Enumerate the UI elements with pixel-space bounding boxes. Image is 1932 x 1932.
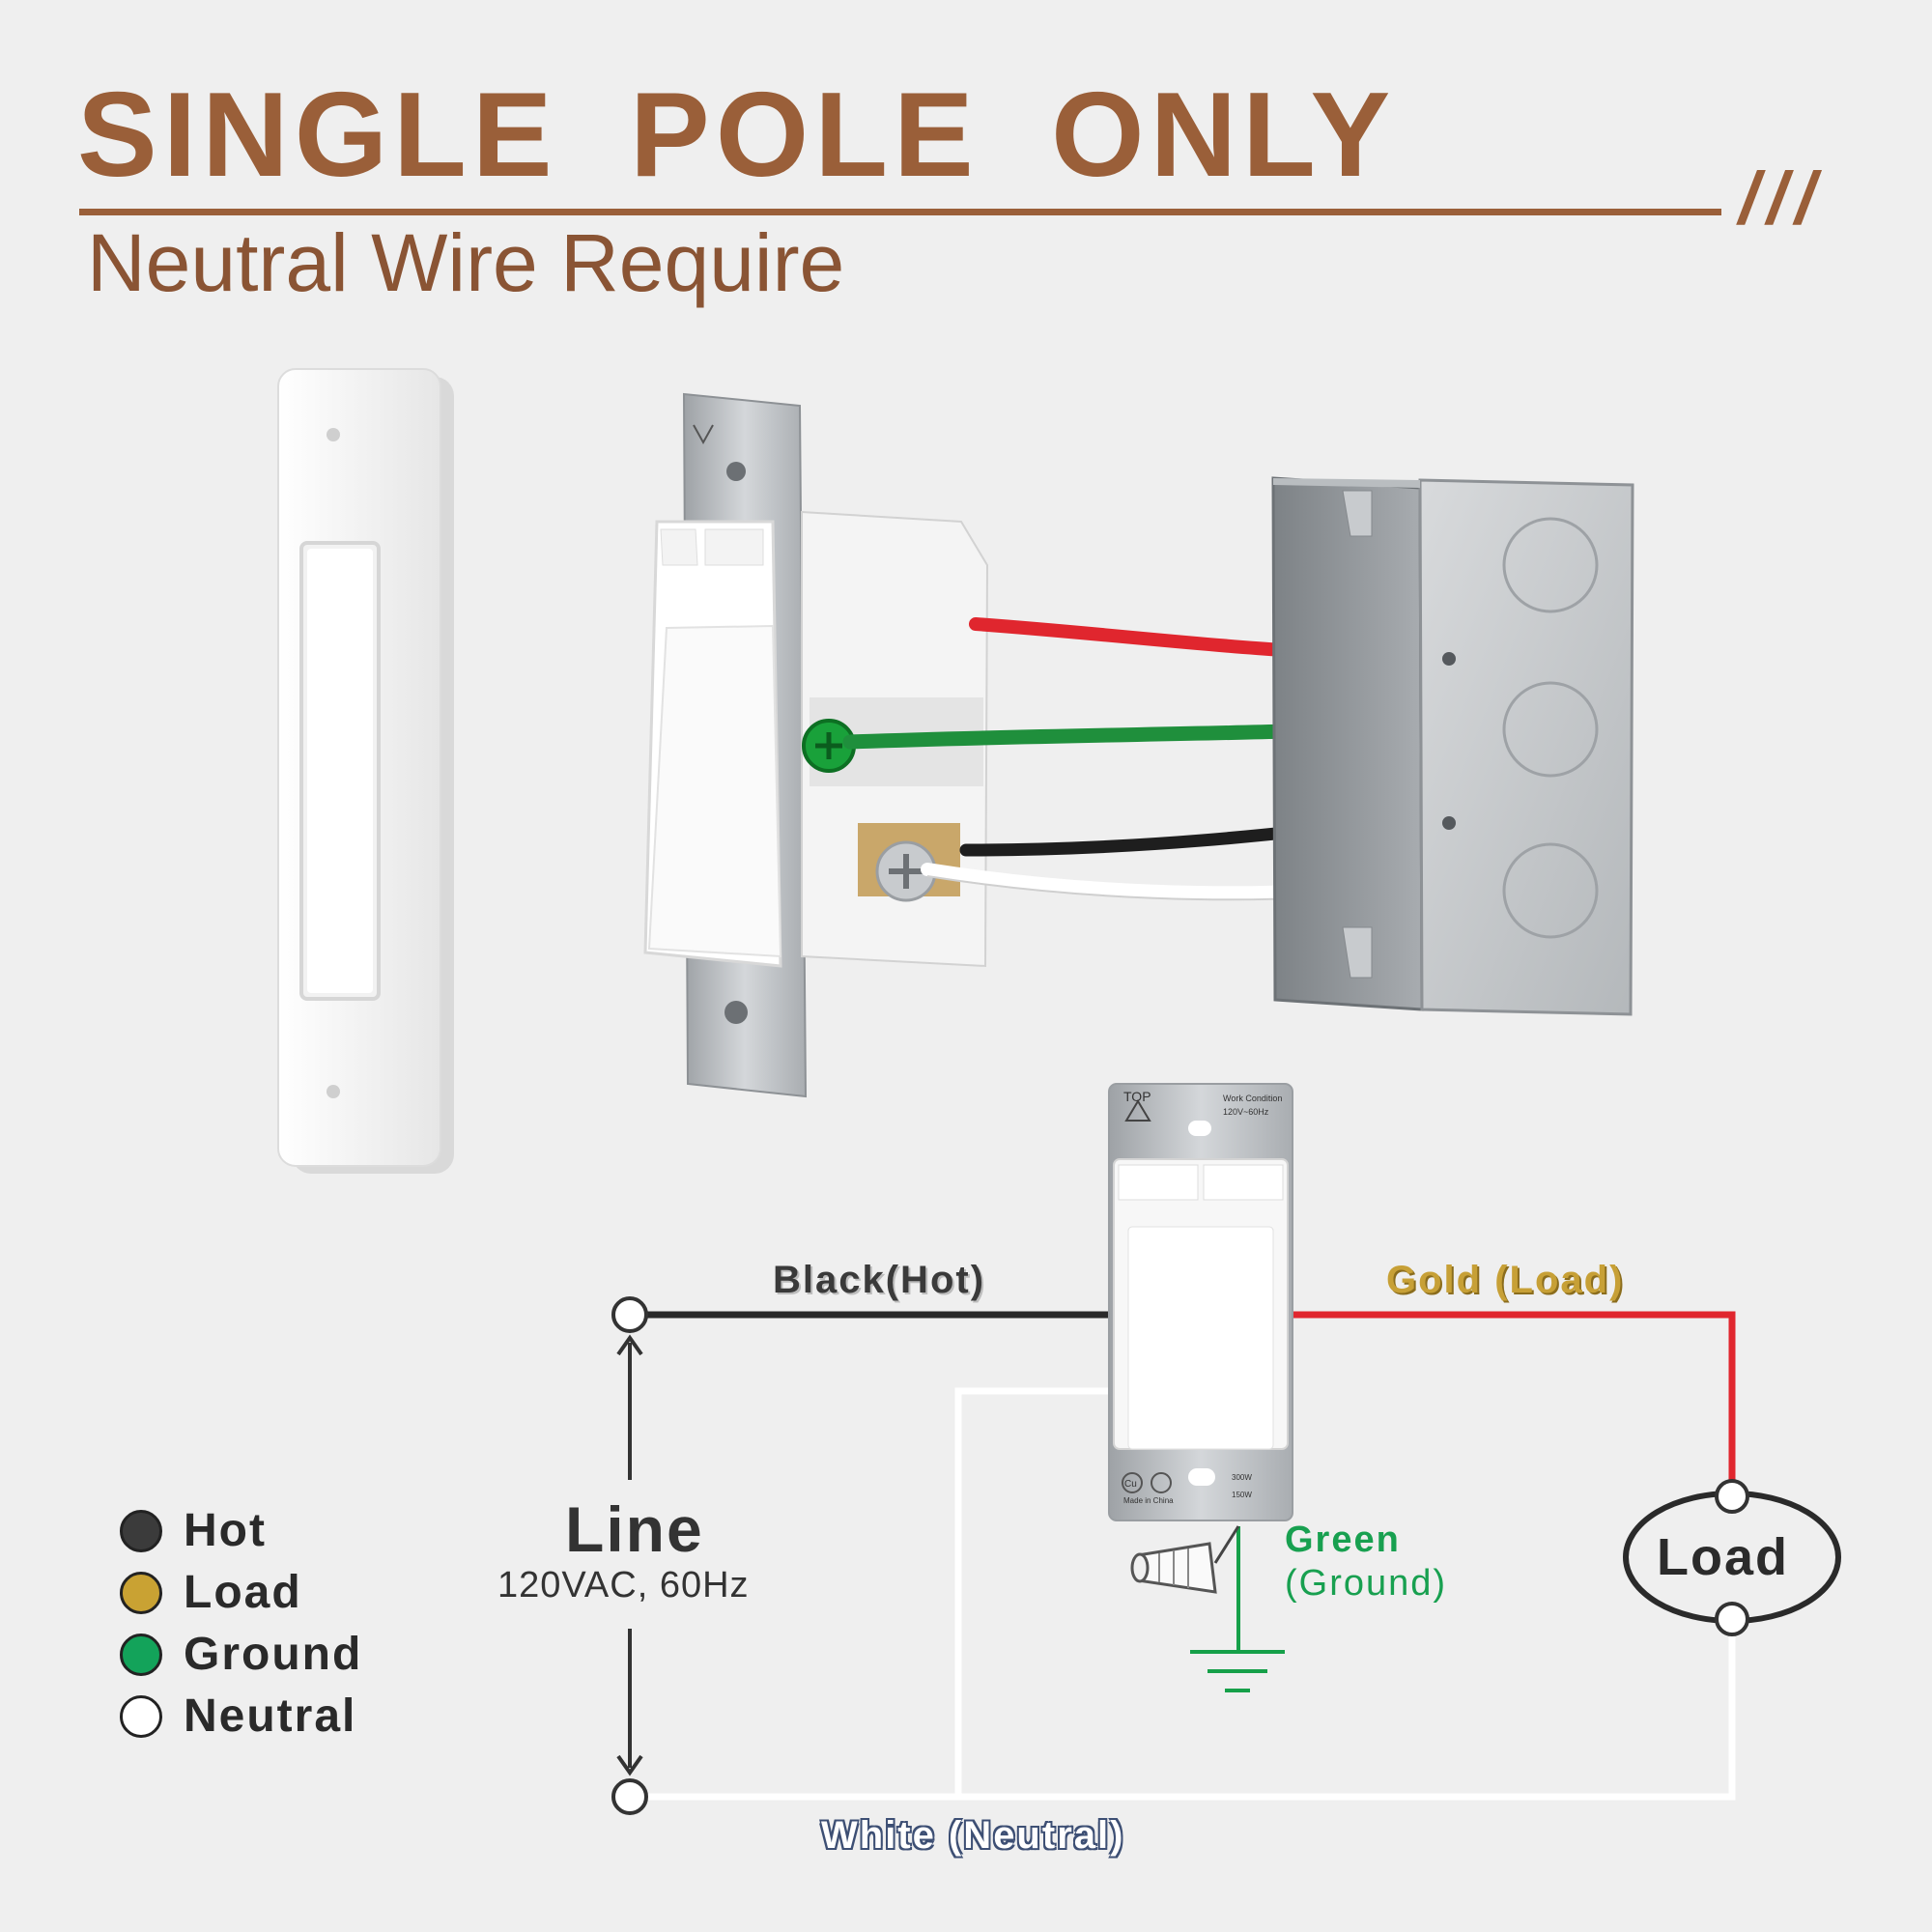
switch-made-in: Made in China <box>1123 1496 1174 1505</box>
legend-label: Ground <box>184 1629 363 1680</box>
switch-top-text: TOP <box>1123 1089 1151 1104</box>
wall-plate <box>277 368 454 1174</box>
legend-label: Load <box>184 1567 302 1618</box>
wire-nut-icon <box>1130 1542 1217 1594</box>
switch-watt-1: 300W <box>1232 1473 1252 1482</box>
line-terminals <box>611 1296 648 1815</box>
hot-dot-icon <box>120 1510 162 1552</box>
load-wire-label: Gold (Load) <box>1386 1259 1625 1301</box>
page-title: SINGLE POLE ONLY <box>77 69 1397 202</box>
neutral-wire-label: White (Neutral) <box>821 1814 1125 1857</box>
schematic-wires <box>630 1311 1736 1801</box>
junction-box <box>1271 476 1634 1016</box>
page-subtitle: Neutral Wire Require <box>87 217 845 308</box>
legend-label: Hot <box>184 1505 267 1556</box>
title-divider <box>79 209 1721 215</box>
switch-rating: 120V~60Hz <box>1223 1107 1269 1117</box>
switch-watt-2: 150W <box>1232 1491 1252 1499</box>
switch-work-condition: Work Condition <box>1223 1094 1282 1103</box>
load-dot-icon <box>120 1572 162 1614</box>
ground-color-label: Green <box>1285 1520 1401 1560</box>
legend-label: Neutral <box>184 1690 357 1742</box>
hot-wire-label: Black(Hot) <box>773 1259 986 1301</box>
load-symbol <box>1623 1479 1841 1636</box>
slash-decoration: /// <box>1739 157 1824 240</box>
neutral-dot-icon <box>120 1695 162 1738</box>
schematic-switch: TOP Work Condition 120V~60Hz Made in Chi… <box>1108 1083 1293 1521</box>
ground-dot-icon <box>120 1634 162 1676</box>
switch-cu-mark: Cu <box>1124 1479 1137 1490</box>
switch-device-3d <box>643 392 989 1098</box>
load-box-label: Load <box>1657 1528 1789 1586</box>
line-spec-label: 120VAC, 60Hz <box>497 1565 750 1605</box>
line-label: Line <box>565 1493 704 1565</box>
ground-label: (Ground) <box>1285 1563 1448 1604</box>
